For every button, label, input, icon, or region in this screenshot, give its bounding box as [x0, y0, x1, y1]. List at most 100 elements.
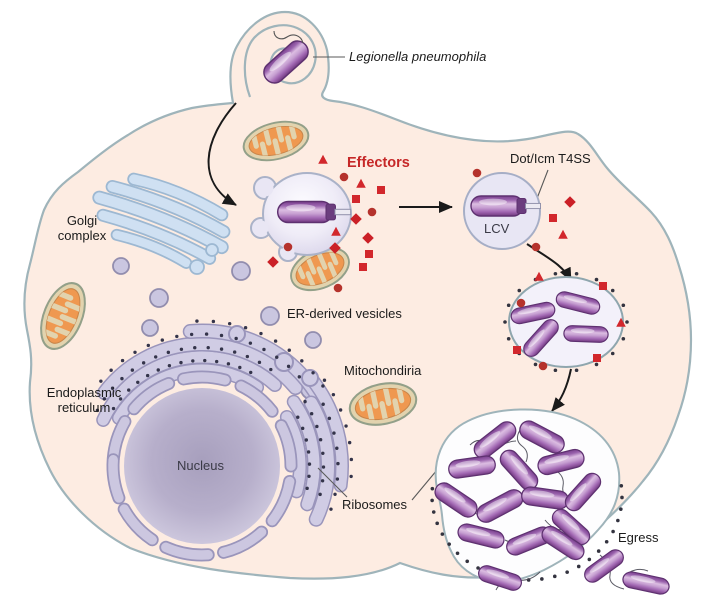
- ribosome-dot: [307, 474, 311, 479]
- ribosome-dot: [540, 577, 544, 581]
- ribosome-dot: [309, 411, 314, 416]
- ribosome-dot: [533, 362, 538, 367]
- label-ribosomes: Ribosomes: [342, 497, 408, 512]
- ribosome-dot: [95, 408, 100, 413]
- effector-molecule: [367, 207, 377, 217]
- label-endoplasmic-line2: reticulum: [57, 400, 111, 415]
- ribosome-dot: [146, 343, 151, 348]
- ribosome-dot: [306, 450, 311, 454]
- ribosome-dot: [336, 461, 340, 466]
- ribosome-dot: [204, 332, 209, 336]
- ribosome-dot: [248, 341, 253, 345]
- ribosome-dot: [552, 574, 557, 579]
- ribosome-dot: [136, 380, 140, 385]
- ribosome-dot: [118, 397, 123, 401]
- ribosome-dot: [476, 566, 480, 570]
- ribosome-dot: [156, 368, 160, 372]
- ribosome-dot: [110, 386, 115, 390]
- label-mitochondria: Mitochondiria: [344, 363, 422, 378]
- ribosome-dot: [303, 399, 307, 404]
- ribosome-dot: [287, 348, 291, 352]
- ribosome-dot: [321, 465, 326, 469]
- ribosome-dot: [610, 351, 615, 356]
- ribosome-dot: [257, 360, 262, 365]
- ribosome-dot: [610, 288, 615, 293]
- nuclear-envelope-segment: [236, 381, 277, 416]
- effector-molecule: [472, 168, 482, 178]
- ribosome-dot: [259, 331, 263, 336]
- ribosome-dot: [133, 350, 137, 354]
- ribosome-dot: [315, 424, 319, 429]
- ribosome-dot: [335, 446, 339, 450]
- ribosome-dot: [193, 346, 197, 350]
- ribosome-dot: [195, 319, 199, 323]
- label-er-derived-vesicles: ER-derived vesicles: [287, 306, 402, 321]
- ribosome-dot: [327, 416, 332, 421]
- ribosome-dot: [245, 354, 250, 359]
- ribosome-dot: [616, 518, 620, 523]
- ribosome-dot: [238, 365, 242, 370]
- egress-bacterium: [580, 545, 628, 587]
- ribosome-dot: [553, 368, 558, 373]
- nuclear-envelope-segment: [108, 455, 124, 503]
- golgi-vesicles: [189, 243, 219, 275]
- ribosome-dot: [332, 431, 336, 435]
- ribosome-dot: [120, 376, 124, 381]
- ribosome-dot: [335, 477, 340, 481]
- label-legionella-pneumophila: Legionella pneumophila: [349, 49, 487, 64]
- ribosome-dot: [109, 368, 113, 372]
- er-cisterna: [113, 364, 263, 424]
- ribosome-dot: [304, 438, 309, 442]
- effector-molecule: [516, 298, 526, 308]
- ribosome-dot: [625, 320, 629, 324]
- ribosome-dot: [596, 549, 601, 553]
- ribosome-dot: [307, 462, 312, 466]
- ribosome-dot: [269, 367, 273, 372]
- label-effectors: Effectors: [347, 155, 410, 171]
- ribosome-dot: [322, 378, 327, 382]
- er-cisterna: [281, 411, 306, 497]
- ribosome-dot: [435, 521, 439, 526]
- ribosome-dot: [286, 364, 291, 369]
- ribosome-dot: [430, 486, 435, 491]
- ribosome-dot: [321, 402, 325, 406]
- ribosome-dot: [349, 457, 354, 462]
- ribosome-dot: [574, 368, 579, 373]
- ribosome-dot: [347, 440, 352, 445]
- ribosome-dot: [160, 338, 165, 342]
- ribosome-dot: [430, 498, 434, 503]
- ribosome-dot: [189, 332, 194, 337]
- ribosome-dot: [506, 336, 511, 341]
- arrow-entry-to-vacuole: [207, 102, 237, 206]
- nuclear-envelope-segment: [218, 527, 267, 558]
- er-cisterna: [305, 397, 334, 526]
- nuclear-envelope-segment: [129, 378, 174, 414]
- nuclear-envelope-segment: [267, 476, 295, 526]
- ribosome-dot: [300, 359, 304, 363]
- er-cisterna: [306, 374, 348, 491]
- ribosome-dot: [621, 336, 626, 341]
- pointer-dot-icm: [535, 169, 549, 202]
- vesicle: [260, 306, 280, 326]
- entering-bacterium-flagellum: [273, 30, 304, 44]
- ribosome-dot: [311, 371, 315, 375]
- effector-molecule: [333, 283, 343, 293]
- effector-molecule: [339, 172, 349, 182]
- ribosome-dot: [175, 334, 179, 339]
- ribosome-dot: [226, 362, 231, 366]
- vesicle: [149, 288, 169, 308]
- effector-molecule: [549, 214, 557, 222]
- er-bulb: [228, 325, 246, 343]
- nuclear-envelope-segment: [119, 504, 157, 545]
- label-endoplasmic-line1: Endoplasmic: [46, 385, 122, 400]
- ribosome-dot: [145, 373, 150, 378]
- ribosome-dot: [111, 406, 116, 411]
- ribosome-dot: [99, 379, 103, 383]
- ribosome-dot: [305, 486, 309, 491]
- ribosome-dot: [611, 529, 615, 534]
- ribosome-dot: [344, 424, 348, 428]
- ribosome-dot: [219, 347, 224, 351]
